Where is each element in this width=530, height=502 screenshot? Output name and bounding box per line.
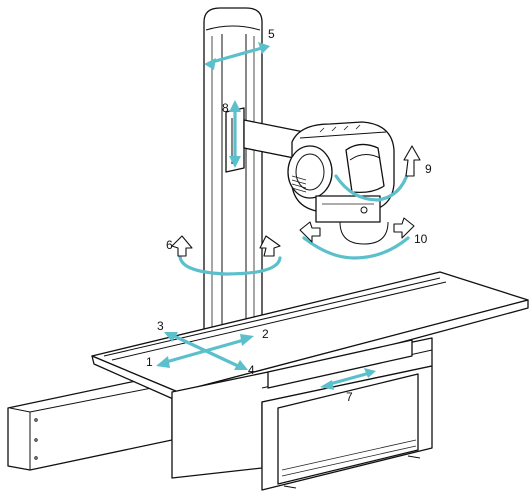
label-8: 8 bbox=[222, 101, 229, 115]
label-10: 10 bbox=[414, 232, 428, 246]
label-9: 9 bbox=[425, 162, 432, 176]
label-7: 7 bbox=[346, 390, 353, 404]
motion-arrow-1-4 bbox=[156, 332, 254, 370]
label-2: 2 bbox=[262, 327, 269, 341]
motion-arrow-5 bbox=[204, 42, 270, 70]
collimator bbox=[315, 195, 389, 245]
label-5: 5 bbox=[268, 27, 275, 41]
label-6: 6 bbox=[166, 238, 173, 252]
floor-rail bbox=[7, 377, 173, 471]
label-4: 4 bbox=[248, 363, 255, 377]
motion-arrow-10 bbox=[299, 217, 415, 260]
motion-arrow-9 bbox=[334, 145, 421, 202]
motion-arrow-8 bbox=[229, 100, 241, 168]
motion-arrow-6 bbox=[171, 235, 282, 276]
label-3: 3 bbox=[157, 319, 164, 333]
motion-arrows bbox=[156, 42, 421, 390]
motion-labels: 1 2 3 4 5 6 7 8 9 10 bbox=[146, 27, 432, 404]
motion-arrow-7 bbox=[320, 368, 376, 390]
xray-tube-head bbox=[287, 121, 395, 213]
label-1: 1 bbox=[146, 355, 153, 369]
